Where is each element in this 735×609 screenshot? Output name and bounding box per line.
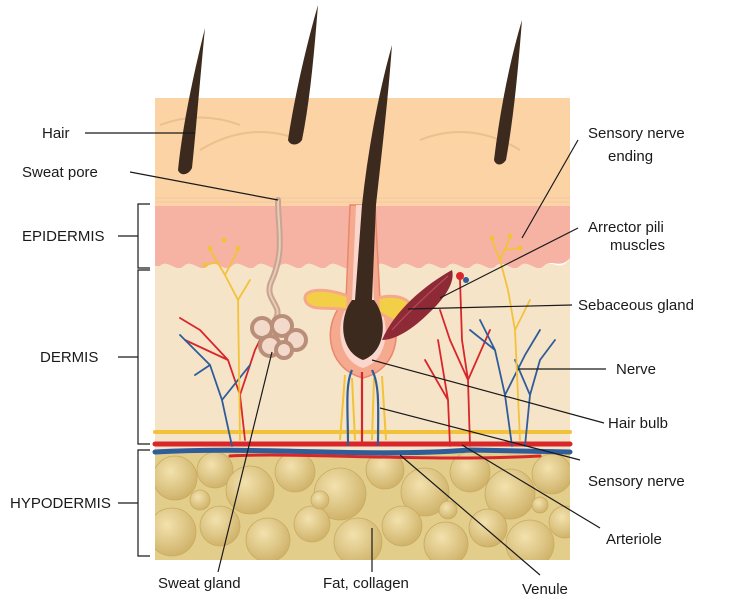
layer-brackets — [118, 203, 150, 557]
hair-shaft-2 — [288, 5, 318, 145]
epidermis-bracket — [118, 203, 150, 269]
venule-vessel — [152, 447, 573, 456]
nerve-ending-left — [202, 237, 241, 268]
hypodermis-bracket — [118, 449, 150, 557]
dermal-papilla-nerves — [339, 374, 387, 441]
sensory-nerve-ending-leader — [521, 139, 579, 239]
right-capillary-tree — [424, 237, 556, 447]
label-hair-bulb: Hair bulb — [608, 415, 668, 432]
sensory-nerve-leader — [379, 407, 581, 461]
labels: Hair Sweat pore EPIDERMIS DERMIS HYPODER… — [10, 125, 694, 598]
sensory-receptor-dot — [456, 272, 464, 280]
label-arrector-pili-1: Arrector pili — [588, 219, 664, 236]
sensory-receptor-dot-2 — [463, 277, 469, 283]
label-fat-collagen: Fat, collagen — [323, 575, 409, 592]
sweat-gland-coil — [250, 314, 308, 360]
label-arrector-pili-2: muscles — [610, 237, 665, 254]
nerve-ending-right — [489, 233, 523, 251]
hairs — [178, 5, 522, 360]
label-arteriole: Arteriole — [606, 531, 662, 548]
arrector-pili-leader — [439, 227, 579, 299]
label-sebaceous-gland: Sebaceous gland — [578, 297, 694, 314]
sebaceous-gland-leader — [407, 304, 573, 310]
venule-leader — [399, 454, 541, 576]
leader-lines — [85, 132, 606, 576]
left-capillary-tree — [179, 249, 266, 447]
label-venule: Venule — [522, 581, 568, 598]
hair-bulb-leader — [371, 359, 605, 424]
hair-bulb — [343, 300, 383, 360]
label-sensory-nerve-ending-1: Sensory nerve — [588, 125, 685, 142]
arrector-pili-striation — [391, 275, 449, 331]
label-nerve: Nerve — [616, 361, 656, 378]
dermis-bracket — [118, 269, 150, 445]
arteriole-leader — [461, 444, 601, 529]
label-hair: Hair — [42, 125, 70, 142]
sweat-gland-structure — [250, 197, 308, 360]
label-dermis: DERMIS — [40, 349, 98, 366]
sweat-duct-inner — [268, 199, 281, 321]
hair-shaft-4 — [494, 20, 522, 165]
papilla-vessels — [346, 369, 380, 447]
label-sensory-nerve-ending-2: ending — [608, 148, 653, 165]
hair-shaft-1 — [178, 28, 205, 175]
label-epidermis: EPIDERMIS — [22, 228, 105, 245]
hair-shaft-center — [355, 45, 392, 300]
sweat-gland-leader — [217, 351, 273, 573]
venule-vessel-2 — [228, 453, 542, 460]
label-sensory-nerve: Sensory nerve — [588, 473, 685, 490]
label-sweat-gland: Sweat gland — [158, 575, 241, 592]
label-hypodermis: HYPODERMIS — [10, 495, 111, 512]
sweat-pore-leader — [129, 171, 279, 201]
label-sweat-pore: Sweat pore — [22, 164, 98, 181]
